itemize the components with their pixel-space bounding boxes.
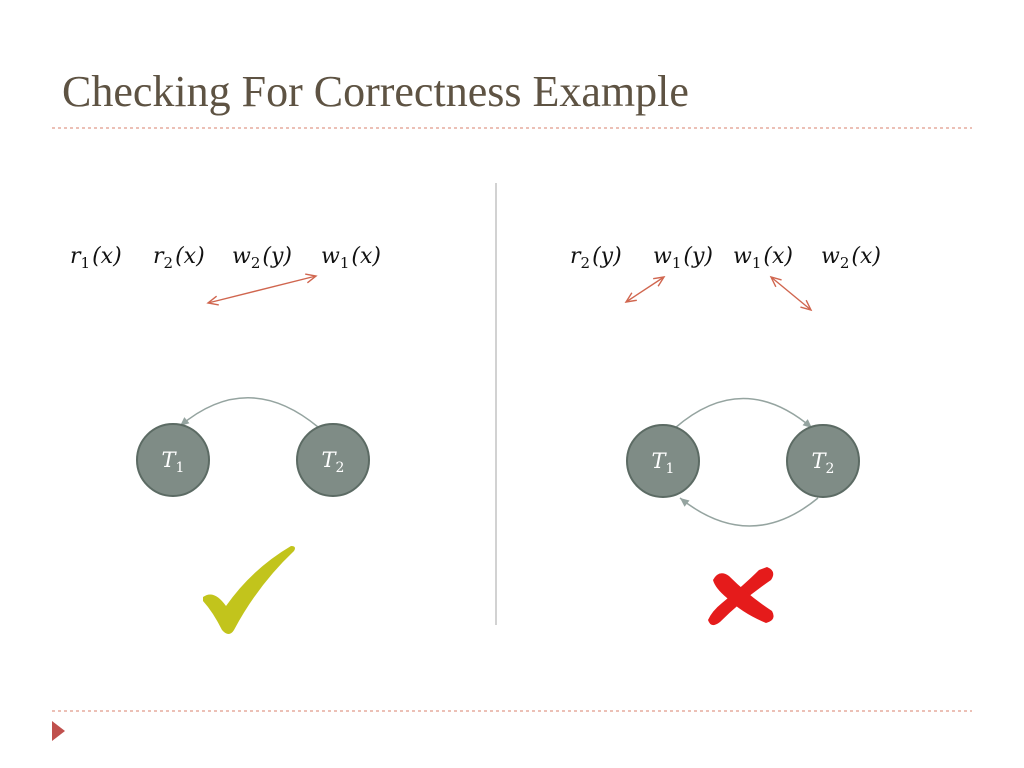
right-conflict-arrow-x [769,275,813,312]
schedule-operation: r1(x) [70,244,122,272]
schedule-operation: r2(y) [570,244,622,272]
left-node-t1 [136,423,210,497]
left-node-t2 [296,423,370,497]
node-label-t2: T2 [321,448,345,476]
right-conflict-arrow-y [624,276,666,303]
right-edge-t2-to-t1 [679,497,819,527]
schedule-operation: w1(x) [733,244,793,272]
check-mark-icon [203,546,295,634]
right-edge-t1-to-t2 [674,397,813,429]
node-label-t1: T1 [161,448,185,476]
right-node-t2 [786,424,860,498]
schedule-operation: w2(y) [232,244,292,272]
slide-bullet-icon [52,721,65,741]
schedule-operation: w2(x) [821,244,881,272]
left-conflict-arrow [206,273,318,306]
schedule-operation: r2(x) [153,244,205,272]
schedule-operation: w1(y) [653,244,713,272]
page-title: Checking For Correctness Example [62,67,689,116]
cross-mark-icon [708,567,774,626]
right-node-t1 [626,424,700,498]
node-label-t2: T2 [811,449,835,477]
left-edge-t2-to-t1 [179,397,319,428]
node-label-t1: T1 [651,449,675,477]
schedule-operation: w1(x) [321,244,381,272]
